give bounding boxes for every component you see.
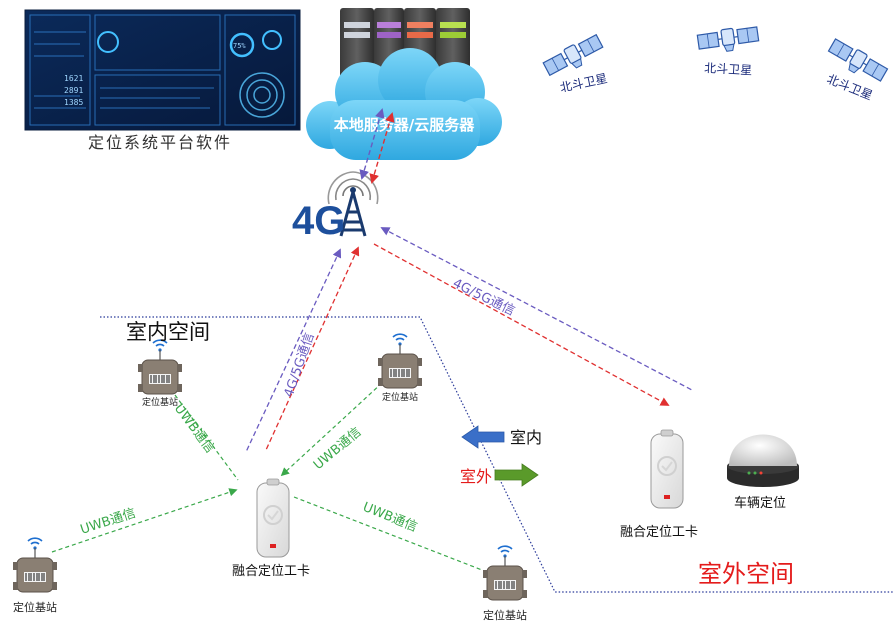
uwb-link-topleft: [174, 394, 239, 481]
cellular-label-indoor: 4G/5G通信: [282, 331, 318, 399]
cloud-icon: [306, 48, 502, 160]
base-station-icon-2: [377, 333, 423, 389]
platform-screen-image: 1621 2891 1385 75%: [24, 9, 301, 131]
satellite-icon-2: [696, 24, 761, 56]
outdoor-work-card-icon: [650, 429, 684, 509]
vehicle-label: 车辆定位: [734, 495, 786, 511]
base-station-icon-1: [137, 339, 183, 395]
outdoor-zone-title: 室外空间: [698, 560, 794, 588]
base-station-icon-4: [482, 545, 528, 601]
transition-indoor-label: 室内: [510, 428, 542, 447]
screen-readout-3: 1385: [64, 98, 83, 107]
vehicle-locator-icon: [727, 434, 799, 487]
cellular-label-outdoor: 4G/5G通信: [450, 276, 517, 319]
base-station-label-4: 定位基站: [483, 608, 527, 622]
indoor-zone-title: 室内空间: [126, 320, 210, 344]
base-station-icon-3: [12, 537, 58, 593]
indoor-work-card-icon: [256, 478, 290, 558]
screen-readout-4: 75%: [233, 42, 246, 50]
uwb-link-topright: [280, 382, 383, 477]
tower-outdoor-link-purple: [380, 227, 693, 391]
uwb-link-bottomright: [293, 496, 483, 571]
satellite-label-2: 北斗卫星: [704, 61, 753, 77]
uwb-label-bottomright: UWB通信: [361, 500, 420, 535]
arrow-right-icon: [494, 463, 539, 487]
arrow-left-icon: [461, 425, 505, 449]
uwb-link-bottomleft: [51, 488, 238, 553]
tower-label: 4G: [292, 199, 345, 243]
satellite-label-3: 北斗卫星: [825, 72, 875, 103]
tower-indoor-link-purple: [245, 248, 342, 453]
server-tower-link-red: [369, 112, 395, 184]
satellite-label-1: 北斗卫星: [559, 71, 609, 95]
base-station-label-2: 定位基站: [382, 391, 418, 403]
platform-caption: 定位系统平台软件: [88, 133, 232, 152]
base-station-label-3: 定位基站: [13, 600, 57, 614]
uwb-label-topleft: UWB通信: [171, 401, 217, 456]
indoor-card-label: 融合定位工卡: [232, 564, 310, 579]
server-label: 本地服务器/云服务器: [334, 116, 475, 134]
tower-indoor-link-red: [265, 246, 360, 451]
uwb-label-topright: UWB通信: [311, 425, 365, 473]
transition-outdoor-label: 室外: [460, 467, 492, 486]
zone-boundary-line: [100, 316, 893, 593]
base-station-label-1: 定位基站: [142, 396, 178, 408]
screen-readout-1: 1621: [64, 74, 83, 83]
screen-readout-2: 2891: [64, 86, 83, 95]
outdoor-card-label: 融合定位工卡: [620, 525, 698, 540]
